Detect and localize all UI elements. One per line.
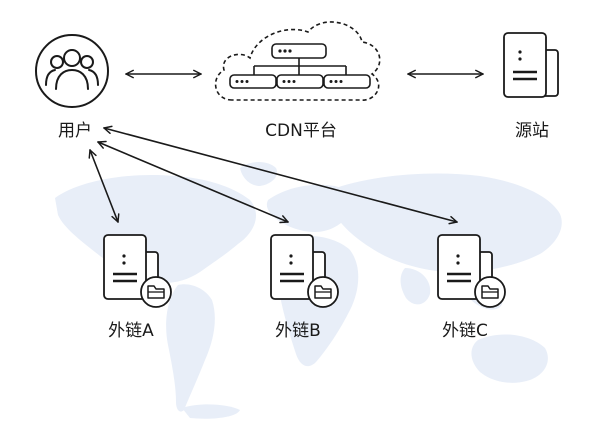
user-node: 用户 bbox=[35, 34, 109, 141]
user-label: 用户 bbox=[58, 121, 92, 141]
ext-c-label: 外链C bbox=[442, 321, 488, 341]
server-icon bbox=[503, 32, 559, 98]
cdn-node: CDN平台 bbox=[214, 21, 381, 141]
ext-a-node: 外链A bbox=[103, 234, 172, 341]
cloud-network-icon bbox=[214, 21, 381, 101]
ext-b-node: 外链B bbox=[270, 234, 339, 341]
file-server-icon bbox=[270, 234, 339, 308]
origin-node: 源站 bbox=[503, 32, 559, 141]
file-server-icon bbox=[437, 234, 506, 308]
ext-b-label: 外链B bbox=[275, 321, 321, 341]
ext-a-label: 外链A bbox=[108, 321, 154, 341]
user-group-icon bbox=[35, 34, 109, 108]
ext-c-node: 外链C bbox=[437, 234, 506, 341]
connectors bbox=[88, 69, 484, 225]
origin-label: 源站 bbox=[515, 121, 549, 141]
file-server-icon bbox=[103, 234, 172, 308]
arrow-user-ext-c bbox=[103, 125, 458, 225]
cdn-label: CDN平台 bbox=[265, 121, 337, 141]
